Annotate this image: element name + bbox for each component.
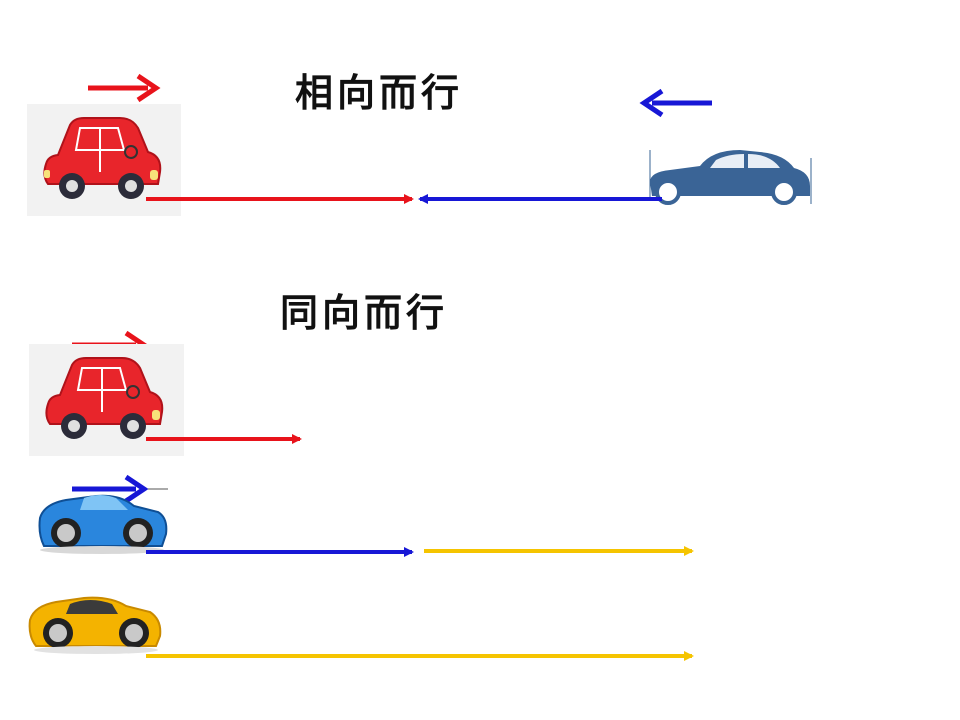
- red-toy-car-icon: [29, 344, 184, 456]
- red-toy-car-icon: [27, 104, 181, 216]
- blue-direction-arrow-1: [639, 88, 712, 118]
- title-same-direction: 同向而行: [280, 290, 449, 335]
- blue-vintage-car-icon: [649, 150, 812, 205]
- blue-direction-arrow-2: [72, 474, 168, 504]
- red-direction-arrow-1: [88, 73, 161, 103]
- blue-sports-car-icon: [38, 494, 168, 554]
- yellow-sports-car-icon: [28, 596, 162, 654]
- title-opposite-direction: 相向而行: [295, 70, 464, 115]
